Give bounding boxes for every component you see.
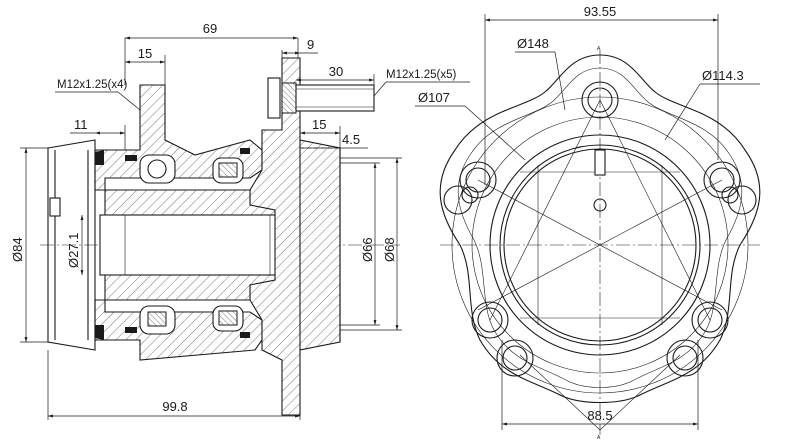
dim-flange-width: 93.55 [584, 4, 617, 19]
dim-outer-diameter: Ø84 [10, 237, 25, 262]
stud-hole-top [581, 81, 619, 119]
dim-stud-span: 88.5 [587, 408, 612, 423]
wheel-stud-head [267, 77, 281, 119]
dim-pilot-diameter-a: Ø66 [360, 237, 375, 262]
dim-flange-thickness: 9 [307, 37, 314, 52]
front-view-dimensions: 93.55 Ø148 Ø114.3 Ø107 88.5 [415, 4, 760, 430]
section-marker-bottom: A [597, 435, 601, 441]
dim-pilot-lip: 4.5 [342, 132, 360, 147]
wheel-stud [295, 84, 375, 112]
stud-hole-bottom-left [471, 301, 509, 339]
dim-total-length: 99.8 [162, 399, 187, 414]
inner-spindle-top [104, 189, 276, 216]
dim-pilot-depth: 15 [312, 117, 326, 132]
inner-spindle-bottom [104, 274, 276, 301]
dim-rear-step: 11 [74, 117, 88, 132]
hub-bore [99, 214, 276, 276]
dim-bore-diameter: Ø27.1 [66, 233, 81, 268]
stud-hole-bottom-right [691, 301, 729, 339]
rear-cap [47, 139, 96, 351]
dim-pilot-diameter: Ø107 [418, 90, 450, 105]
dim-pilot-diameter-b: Ø68 [382, 237, 397, 262]
dim-bolt-circle: Ø114.3 [702, 68, 744, 83]
dim-flange-diameter: Ø148 [517, 36, 549, 51]
front-flange-view: A A [439, 46, 761, 441]
label-stud-thread-hub: M12x1.25(x5) [386, 69, 456, 81]
label-stud-thread-rear: M12x1.25(x4) [57, 79, 127, 91]
dim-stud-length: 30 [329, 64, 343, 79]
side-section-view [40, 57, 400, 416]
side-view-dimensions: 69 15 9 30 M12x1.25(x5) M12x1.25(x4) 11 … [10, 21, 470, 420]
section-marker-top: A [597, 46, 601, 52]
dim-overall-length: 69 [203, 21, 217, 36]
dim-flange-offset: 15 [138, 46, 152, 61]
